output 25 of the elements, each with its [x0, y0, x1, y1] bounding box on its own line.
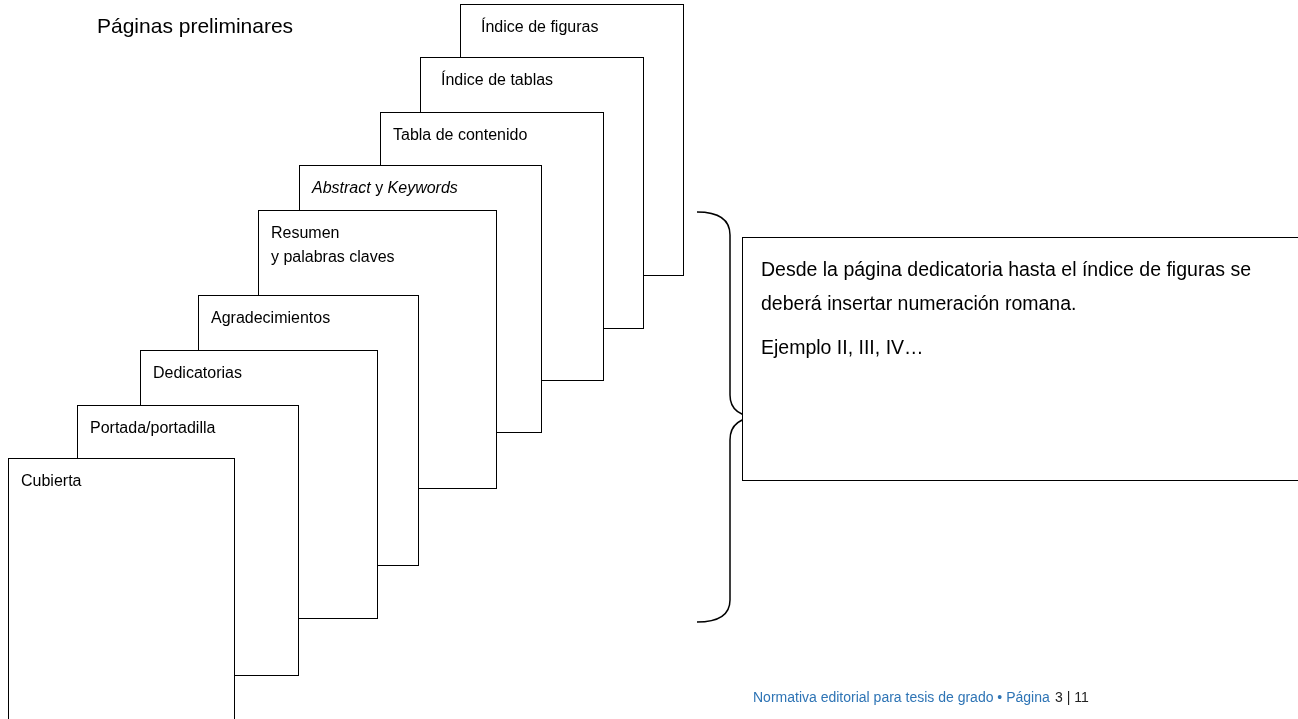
diagram-title: Páginas preliminares [97, 14, 294, 38]
page-title: y palabras claves [271, 247, 396, 267]
page-title: Agradecimientos [211, 308, 332, 328]
page-title: Índice de figuras [481, 16, 600, 37]
note-text: Desde la página dedicatoria hasta el índice de figuras se deberá insertar numeración romana. [761, 257, 1252, 316]
note-text: Ejemplo II, III, IV… [761, 335, 925, 360]
page-box [420, 57, 644, 112]
page-box [258, 210, 497, 295]
page-title: Índice de tablas [441, 69, 555, 90]
page-title: Tabla de contenido [393, 125, 529, 145]
note-box [742, 237, 1298, 481]
page-box [380, 112, 604, 165]
page-box [77, 405, 299, 458]
page-box [460, 4, 684, 57]
footer-text: 3 | 11 [1055, 689, 1089, 705]
page-title: Cubierta [21, 471, 83, 491]
page-box [299, 165, 542, 210]
footer-text: Normativa editorial para tesis de grado • Página [753, 689, 1050, 705]
page-title: Portada/portadilla [90, 418, 217, 438]
page-box [8, 458, 235, 719]
page-box [140, 350, 378, 405]
page-box [198, 295, 419, 350]
page-title: Dedicatorias [153, 363, 243, 383]
page-title: Abstract y Keywords [312, 178, 459, 198]
page-title: Resumen [271, 223, 341, 243]
